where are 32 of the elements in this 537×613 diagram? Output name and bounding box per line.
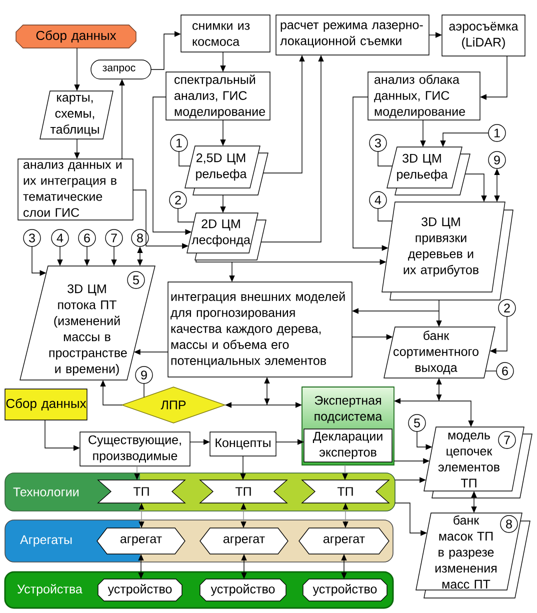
connector-line bbox=[485, 370, 497, 372]
octagon-box: Сбор данных bbox=[16, 24, 136, 48]
connector-line bbox=[178, 151, 191, 166]
parallelogram-box: банк сортиментного выхода bbox=[384, 326, 496, 378]
connector-line bbox=[378, 208, 393, 222]
process-box: спектральный анализ, ГИС моделирование bbox=[166, 72, 270, 120]
stacked-parallelogram-box: 2,5D ЦМ рельефа bbox=[184, 146, 268, 196]
process-box: расчет режима лазерно-локационной съемки bbox=[276, 14, 430, 56]
connector-line bbox=[378, 151, 393, 166]
octagon-box: устройство bbox=[98, 578, 182, 602]
connector-line bbox=[438, 300, 440, 312]
process-box: аэросъёмка (LiDAR) bbox=[442, 14, 526, 56]
octagon-box: устройство bbox=[200, 578, 286, 602]
stacked-parallelogram-box: 3D ЦМ рельефа bbox=[386, 146, 470, 196]
process-box: Декларации экспертов bbox=[304, 428, 392, 462]
octagon-box: устройство bbox=[302, 578, 388, 602]
stacked-parallelogram-box: 3D ЦМ привязки деревьев и их атрибутов bbox=[382, 202, 514, 300]
stacked-parallelogram-box: 2D ЦМ лесфонда bbox=[186, 212, 266, 260]
process-box: Сбор данных bbox=[4, 388, 88, 420]
process-box: анализ данных и их интеграция в тематические слои ГИС bbox=[18, 158, 134, 220]
rounded-box: запрос bbox=[90, 60, 152, 80]
process-box: снимки из космоса bbox=[180, 14, 270, 52]
process-box: анализ облака данных, ГИС моделирование bbox=[368, 72, 480, 120]
notched-box: ТП bbox=[199, 480, 288, 504]
parallelogram-box: карты, схемы, таблицы bbox=[40, 90, 114, 140]
connector-line bbox=[178, 208, 194, 222]
process-box: Существующие, производимые bbox=[80, 432, 190, 466]
notched-box: ТП bbox=[97, 480, 186, 504]
process-box: Концепты bbox=[210, 432, 276, 456]
notched-box: ТП bbox=[301, 480, 390, 504]
connector-line bbox=[196, 260, 232, 262]
process-box: интеграция внешних моделей для прогнозирования качества каждого дерева, массы и объема его потенциальных элементов bbox=[168, 282, 352, 378]
